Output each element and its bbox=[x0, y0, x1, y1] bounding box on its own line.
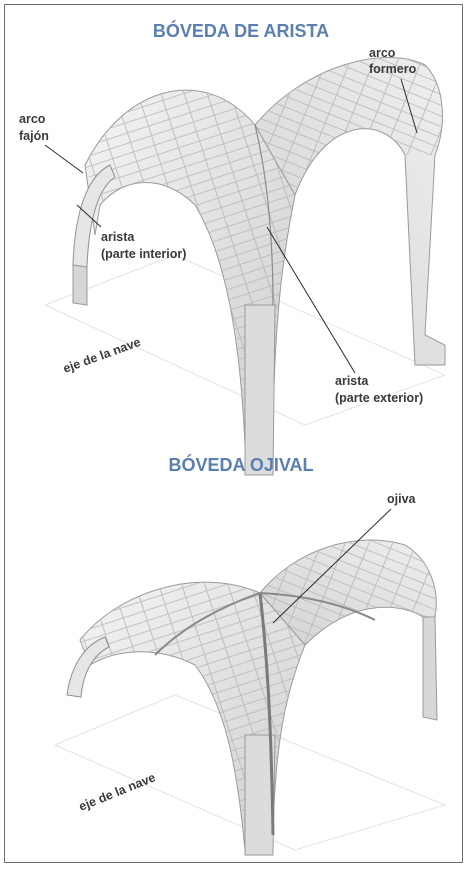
label-arista-interior: arista (parte interior) bbox=[101, 230, 186, 261]
groin-vault-panel: BÓVEDA DE ARISTA arco formero arco bbox=[19, 20, 445, 475]
groin-vault-title: BÓVEDA DE ARISTA bbox=[153, 20, 329, 41]
leader-arista-exterior bbox=[267, 227, 355, 373]
diagram-frame: BÓVEDA DE ARISTA arco formero arco bbox=[4, 4, 463, 863]
ribbed-vault-title: BÓVEDA OJIVAL bbox=[168, 454, 313, 475]
label-eje-nave-1: eje de la nave bbox=[61, 335, 142, 376]
label-arco-fajon: arco fajón bbox=[19, 112, 49, 143]
ribbed-vault-panel: BÓVEDA OJIVAL ojiva eje de la nave bbox=[55, 454, 445, 855]
central-pier bbox=[245, 305, 275, 475]
left-pier bbox=[73, 265, 87, 305]
leader-arco-fajon bbox=[45, 145, 83, 173]
label-ojiva: ojiva bbox=[387, 492, 417, 506]
right-pier-2 bbox=[423, 617, 437, 720]
label-eje-nave-2: eje de la nave bbox=[77, 770, 158, 813]
label-arista-exterior: arista (parte exterior) bbox=[335, 374, 423, 405]
vault-diagram: BÓVEDA DE ARISTA arco formero arco bbox=[5, 5, 464, 864]
